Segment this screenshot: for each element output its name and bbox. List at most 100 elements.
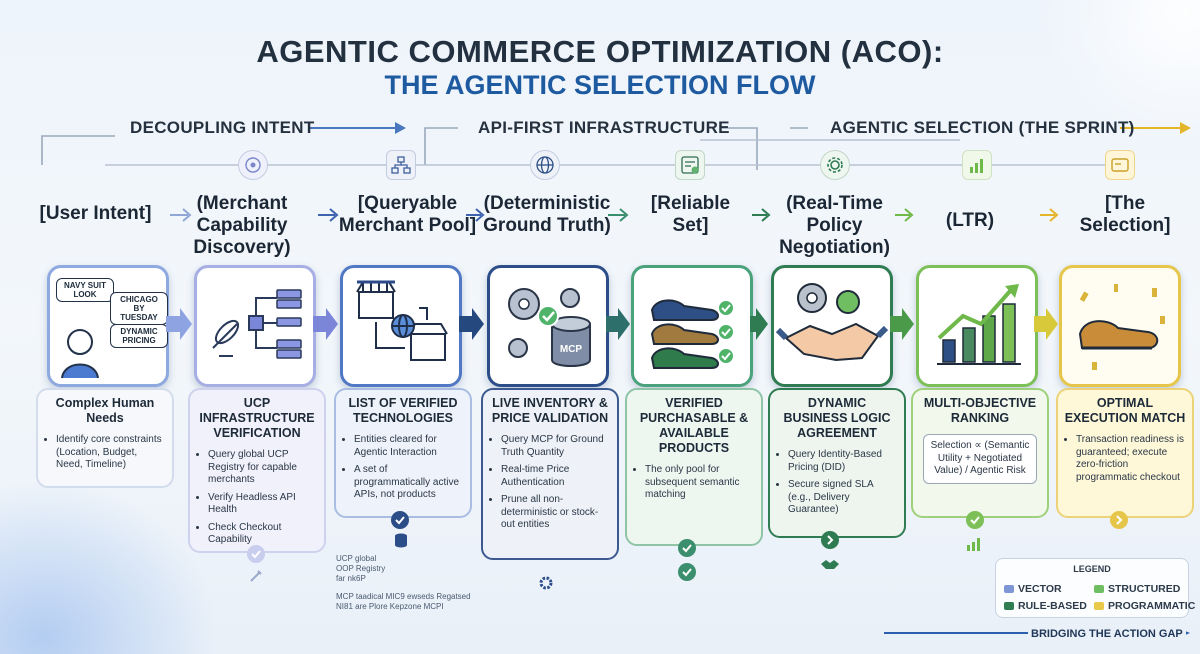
- bullet: Identify core constraints (Location, Bud…: [56, 434, 166, 472]
- hierarchy-node-icon: [386, 150, 416, 180]
- bullet: Verify Headless API Health: [208, 492, 318, 517]
- title-line-1: AGENTIC COMMERCE OPTIMIZATION (ACO):: [256, 34, 944, 69]
- panel-title: LIVE INVENTORY & PRICE VALIDATION: [491, 396, 609, 425]
- bullet: Secure signed SLA (e.g., Delivery Guaran…: [788, 479, 898, 517]
- speech-bubble-3: DYNAMIC PRICING: [110, 324, 168, 348]
- bullet: The only pool for subsequent semantic ma…: [645, 464, 755, 502]
- person-thinking-icon: [61, 329, 99, 379]
- panel-reliable-set: VERIFIED PURCHASABLE & AVAILABLE PRODUCT…: [625, 388, 763, 546]
- gear-icon: [539, 576, 553, 590]
- step-label-the-selection: [The Selection]: [1079, 193, 1171, 236]
- legend-title: LEGEND: [1073, 564, 1111, 574]
- panel-policy-negotiation: DYNAMIC BUSINESS LOGIC AGREEMENT Query I…: [768, 388, 906, 538]
- step-label-deterministic-ground-truth: (Deterministic Ground Truth): [483, 193, 611, 236]
- legend-item-vector: VECTOR: [1004, 583, 1062, 595]
- legend: LEGEND VECTOR STRUCTURED RULE-BASED PROG…: [995, 558, 1195, 618]
- handshake-icon: [821, 560, 839, 569]
- ranking-formula: Selection ∝ (Semantic Utility + Negotiat…: [923, 434, 1037, 484]
- panel-ltr: MULTI-OBJECTIVE RANKING Selection ∝ (Sem…: [911, 388, 1049, 518]
- step-label-reliable-set: [Reliable Set]: [650, 193, 731, 236]
- step-label-ltr: (LTR): [945, 210, 995, 231]
- card-reliable-set: [631, 265, 753, 387]
- side-note-ucp: UCP global OOP Registry far nk6P: [336, 554, 386, 583]
- step-label-real-time-policy-negotiation: (Real-Time Policy Negotiation): [779, 193, 890, 258]
- title-line-2: THE AGENTIC SELECTION FLOW: [384, 70, 816, 100]
- legend-swatch: [1004, 585, 1014, 593]
- storefront-globe-icon: [356, 280, 448, 361]
- mcp-cylinder-label: MCP: [560, 344, 583, 355]
- gear-node-icon: [820, 150, 850, 180]
- bar-chart-node-icon: [962, 150, 992, 180]
- check-icon: [966, 511, 984, 529]
- panel-ground-truth: LIVE INVENTORY & PRICE VALIDATION Query …: [481, 388, 619, 560]
- gears-database-icon: MCP: [508, 288, 591, 367]
- chevron-right-icon: [1110, 511, 1128, 529]
- bar-chart-icon: [967, 538, 980, 551]
- background-glow-right: [1040, 0, 1200, 150]
- bullet: Transaction readiness is guaranteed; exe…: [1076, 434, 1186, 484]
- wrench-icon: [250, 570, 262, 582]
- bullet: Real-time Price Authentication: [501, 464, 611, 489]
- handshake-gears-icon: [775, 283, 889, 362]
- checklist-node-icon: [675, 150, 705, 180]
- satellite-servers-icon: [212, 289, 302, 359]
- panel-title: MULTI-OBJECTIVE RANKING: [923, 396, 1037, 425]
- speech-bubble-1: NAVY SUIT LOOK: [56, 278, 114, 302]
- panel-title: UCP INFRASTRUCTURE VERIFICATION: [199, 396, 315, 440]
- footer-label: BRIDGING THE ACTION GAP: [1028, 628, 1186, 640]
- panel-title: Complex Human Needs: [55, 396, 155, 425]
- golden-shoe-icon: [1078, 284, 1165, 370]
- panel-title: LIST OF VERIFIED TECHNOLOGIES: [348, 396, 458, 425]
- legend-item-structured: STRUCTURED: [1094, 583, 1180, 595]
- bullet: Check Checkout Capability: [208, 522, 318, 547]
- panel-user-intent: Complex Human Needs Identify core constr…: [36, 388, 174, 488]
- legend-item-programmatic: PROGRAMMATIC: [1094, 600, 1195, 612]
- bullet: A set of programmatically active APIs, n…: [354, 464, 464, 502]
- chevron-right-icon: [821, 531, 839, 549]
- phase-decoupling-intent: DECOUPLING INTENT: [130, 118, 315, 137]
- card-user-intent: NAVY SUIT LOOK CHICAGO BY TUESDAY DYNAMI…: [47, 265, 169, 387]
- check-icon: [678, 539, 696, 557]
- panel-title: OPTIMAL EXECUTION MATCH: [1064, 396, 1186, 425]
- shoes-check-icon: [650, 299, 735, 369]
- legend-swatch: [1094, 585, 1104, 593]
- step-label-queryable-merchant-pool: [Queryable Merchant Pool]: [338, 193, 477, 236]
- legend-swatch: [1004, 602, 1014, 610]
- panel-merchant-discovery: UCP INFRASTRUCTURE VERIFICATION Query gl…: [188, 388, 326, 553]
- bullet: Prune all non-deterministic or stock-out…: [501, 494, 611, 532]
- check-icon: [247, 545, 265, 563]
- step-label-merchant-capability-discovery: (Merchant Capability Discovery): [193, 193, 291, 258]
- check-icon: [678, 563, 696, 581]
- card-ltr: [916, 265, 1038, 387]
- phase-api-first-infrastructure: API-FIRST INFRASTRUCTURE: [478, 118, 730, 137]
- bullet: Query global UCP Registry for capable me…: [208, 449, 318, 487]
- side-note-mcp: MCP taadical MIC9 ewseds Regatsed NI81 a…: [336, 592, 471, 611]
- phase-agentic-selection: AGENTIC SELECTION (THE SPRINT): [830, 118, 1135, 137]
- panel-title: DYNAMIC BUSINESS LOGIC AGREEMENT: [783, 396, 891, 440]
- checkout-node-icon: [1105, 150, 1135, 180]
- step-arrows: [170, 208, 1059, 222]
- speech-bubble-2: CHICAGO BY TUESDAY: [110, 292, 168, 325]
- card-flow-arrows: [166, 308, 1058, 340]
- legend-swatch: [1094, 602, 1104, 610]
- ranking-chart-icon: [937, 284, 1021, 365]
- panel-selection: OPTIMAL EXECUTION MATCH Transaction read…: [1056, 388, 1194, 518]
- legend-item-rule-based: RULE-BASED: [1004, 600, 1087, 612]
- panel-title: VERIFIED PURCHASABLE & AVAILABLE PRODUCT…: [639, 396, 749, 455]
- card-ground-truth: MCP: [487, 265, 609, 387]
- panel-merchant-pool: LIST OF VERIFIED TECHNOLOGIES Entities c…: [334, 388, 472, 518]
- background-glow-left: [0, 480, 220, 654]
- bullet: Query Identity-Based Pricing (DID): [788, 449, 898, 474]
- check-icon: [391, 511, 409, 529]
- bullet: Query MCP for Ground Truth Quantity: [501, 434, 611, 459]
- bullet: Entities cleared for Agentic Interaction: [354, 434, 464, 459]
- step-label-user-intent: [User Intent]: [39, 203, 152, 224]
- globe-node-icon: [530, 150, 560, 180]
- database-icon: [395, 533, 407, 548]
- card-selection: [1059, 265, 1181, 387]
- ai-node-icon: [238, 150, 268, 180]
- card-merchant-discovery: [194, 265, 316, 387]
- card-policy-negotiation: [771, 265, 893, 387]
- card-merchant-pool: [340, 265, 462, 387]
